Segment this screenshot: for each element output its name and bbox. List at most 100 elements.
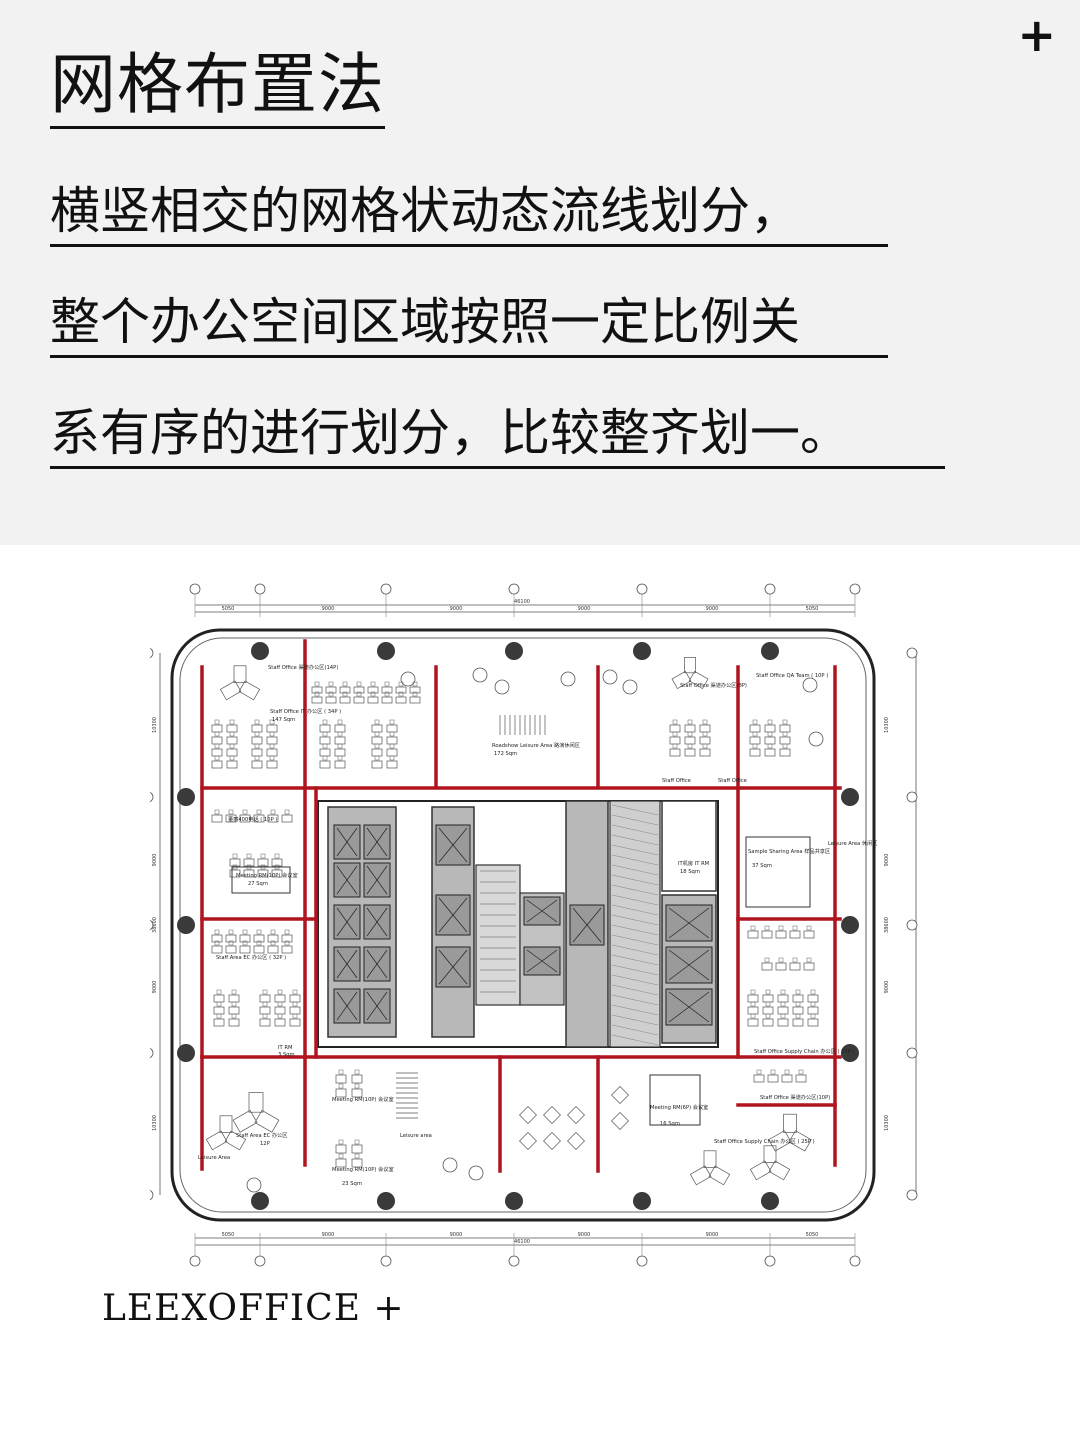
pinwheel-desk [232,1109,258,1133]
desk [767,1074,779,1083]
desk [777,1018,789,1027]
structural-columns [177,642,859,1210]
chair [374,719,380,725]
chair [269,731,275,737]
chair [214,731,220,737]
desk [211,934,223,943]
elevator-cross [336,949,358,979]
elevator-cross [366,907,388,937]
description-line-1: 横竖相交的网格状动态流线划分， [50,186,888,247]
chair [389,743,395,749]
chair [780,1013,786,1019]
room-label-5: 172 Sqm [494,751,517,757]
chair [322,731,328,737]
round-table [468,1165,484,1181]
grid-bubble-top [508,583,520,595]
desk [749,748,761,757]
chair [229,743,235,749]
desk [226,760,238,769]
pinwheel-desk [684,657,696,674]
chair [784,1069,790,1075]
chair [284,929,290,935]
structural-column [177,788,195,806]
chair [780,1001,786,1007]
chair [412,691,418,697]
chair [374,755,380,761]
core-hatch [611,1014,659,1026]
chair [765,1001,771,1007]
core-elevator-cells [333,804,713,1046]
core-hatch [611,834,659,846]
chair [810,989,816,995]
dim-left-2: 9000 [152,854,158,867]
desk [764,748,776,757]
pinwheel-desk [248,1092,264,1113]
room-label-26: 16 Sqm [660,1121,680,1127]
grid-bubble-right [906,1047,918,1059]
chair [254,731,260,737]
chair [274,853,280,859]
lounge-table [519,1132,537,1150]
room-label-12: 18 Sqm [680,869,700,875]
desk [367,696,379,704]
core-hatch [611,944,659,956]
core-hatch [611,1024,659,1036]
chair [795,989,801,995]
grid-bubble-right [906,647,918,659]
chair [389,755,395,761]
desk [775,930,787,939]
chair [232,853,238,859]
desk [229,858,241,867]
chair [370,681,376,687]
desk [281,934,293,943]
desk [789,962,801,971]
chair [262,1001,268,1007]
chair [256,940,262,946]
desk [267,934,279,943]
core-hatched [609,800,661,1048]
elevator-cross [668,907,710,939]
grid-bubble-bottom [380,1255,392,1267]
chair [229,719,235,725]
room-label-1: Staff Office 渠道办公区(14P) [268,663,338,671]
chair [702,719,708,725]
chair [338,1083,344,1089]
chair [269,719,275,725]
desk [409,696,421,704]
chair [782,743,788,749]
desk [225,934,237,943]
desk [239,934,251,943]
desk [781,1074,793,1083]
pinwheel-desk [219,680,242,701]
chair [750,1001,756,1007]
chair [810,1013,816,1019]
grid-bubble-bottom [636,1255,648,1267]
desk [807,1018,819,1027]
structural-column [177,916,195,934]
desk [789,930,801,939]
round-table [494,679,510,695]
desk [274,1018,286,1027]
chair [806,925,812,931]
desk [239,814,251,823]
room-label-19: Staff Area EC 办公区 [236,1131,287,1139]
chair [262,1013,268,1019]
desk [266,760,278,769]
elevator-cross [366,991,388,1021]
chair [277,1001,283,1007]
desk [335,1088,347,1098]
dim-right-1: 10300 [884,717,890,733]
chair [752,743,758,749]
chair [765,1013,771,1019]
grid-bubble-top [764,583,776,595]
structural-column [841,788,859,806]
round-table [808,731,824,747]
dim-left-total: 38600 [152,917,158,933]
elevator-cross [438,897,468,933]
desk [335,1144,347,1154]
desk [213,1018,225,1027]
round-table [560,671,576,687]
desk [271,858,283,867]
pinwheel-desk [689,1165,712,1186]
desk [335,1074,347,1084]
